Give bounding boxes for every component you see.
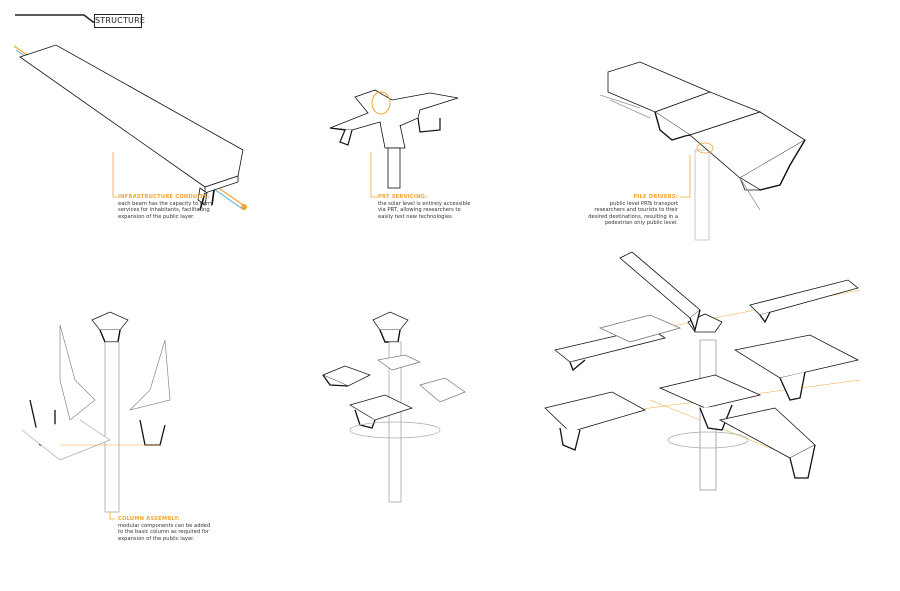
annotation-line: public level PRTs transport [609,200,678,207]
title-rule [15,14,94,23]
column-assembly-drawing [21,311,171,513]
page-title: STRUCTURE [94,14,145,28]
annotation-line: researchers and tourists to their [594,207,678,214]
exploded-assembly-drawing [544,251,861,491]
annotation-line: expansion of the public layer. [118,213,195,220]
prt-junction-drawing [329,89,459,189]
annotation-prt: PRT SERVICING: the solar level is entire… [378,194,508,220]
annotation-line: the solar level is entirely accessible [378,200,471,207]
annotation-heading: COLUMN ASSEMBLY: [118,516,180,522]
annotation-line: via PRT, allowing researchers to [378,207,461,214]
column-slabs-drawing [322,311,466,503]
annotation-line: easily test new technologies. [378,213,454,220]
pile-driver-drawing [599,61,806,241]
leader-pile [680,155,691,198]
annotation-conduits: INFRASTRUCTURE CONDUITS: each beam has t… [118,194,248,220]
annotation-line: modular components can be added [118,522,211,529]
annotation-line: to the basic column as required for [118,529,209,536]
leader-column [109,512,115,520]
annotation-heading: INFRASTRUCTURE CONDUITS: [118,194,210,200]
annotation-line: expansion of the public layer. [118,535,195,542]
annotation-heading: PRT SERVICING: [378,194,428,200]
annotation-column: COLUMN ASSEMBLY: modular components can … [118,516,248,542]
annotation-line: each beam has the capacity to carry [118,200,214,207]
annotation-line: desired destinations, resulting in a [588,213,678,220]
leader-prt [370,152,378,198]
annotation-pile: PILE DRIVERS: public level PRTs transpor… [548,194,678,227]
beam-conduit-drawing [13,44,247,211]
annotation-line: pedestrian only public level. [604,220,678,227]
annotation-heading: PILE DRIVERS: [633,194,678,200]
annotation-line: services for inhabitants, facilitating [118,207,210,214]
leader-conduits [112,152,118,198]
